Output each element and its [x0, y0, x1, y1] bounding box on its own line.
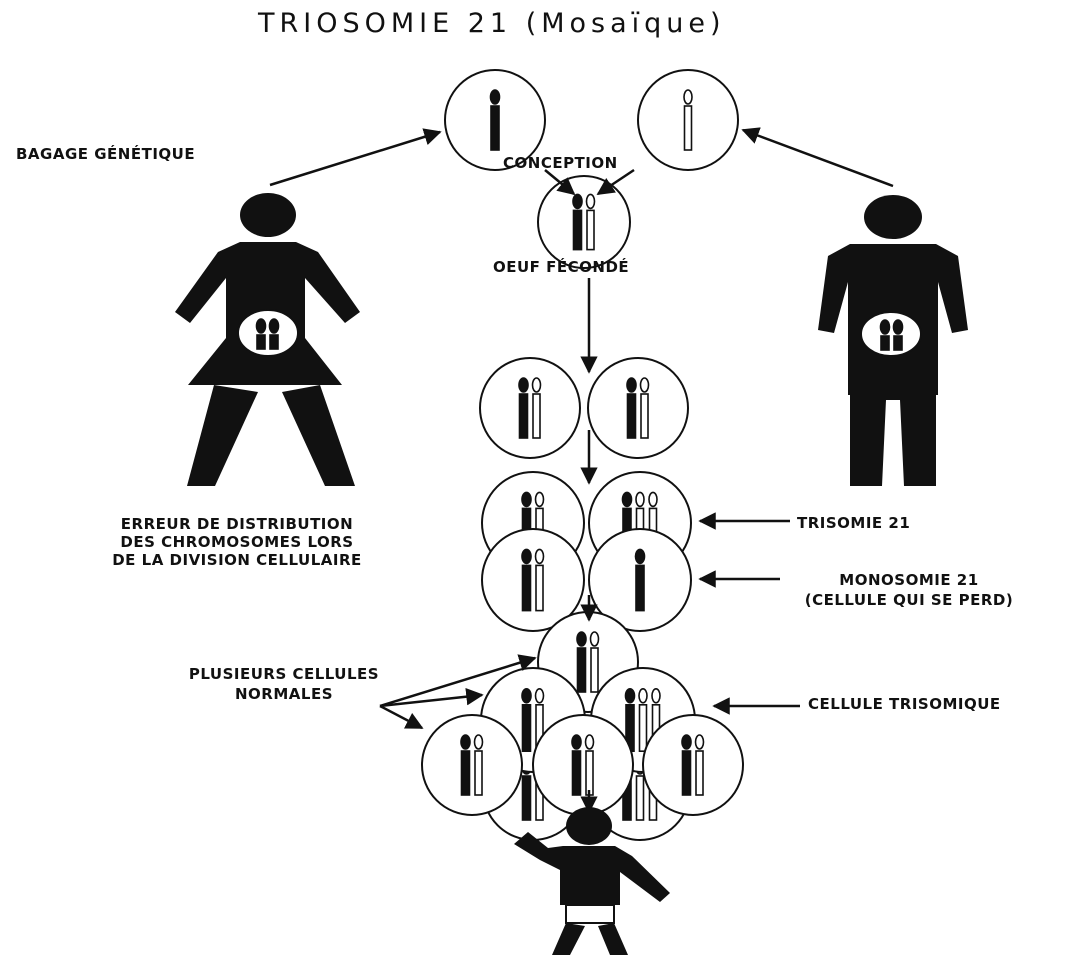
- chromosome-white: [591, 632, 599, 646]
- chromosome-black: [523, 705, 531, 751]
- chromosome-white: [536, 492, 544, 506]
- cell-membrane: [422, 715, 522, 815]
- cell-membrane: [588, 358, 688, 458]
- chromosome-white: [685, 106, 692, 150]
- chromosome-black: [578, 648, 586, 692]
- chromosome-black: [636, 549, 645, 563]
- chromosome-black: [270, 319, 279, 333]
- chromosome-black: [881, 336, 889, 350]
- label-trisomie-21: TRISOMIE 21: [797, 514, 910, 532]
- chromosome-white: [591, 648, 598, 692]
- chromosome-white: [536, 565, 543, 610]
- chromosome-white: [586, 751, 593, 795]
- chromosome-black: [522, 492, 531, 506]
- chromosome-white: [641, 394, 648, 438]
- label-monosomie-line-2: (CELLULE QUI SE PERD): [764, 590, 1054, 610]
- chromosome-white: [475, 735, 483, 749]
- man-cell: [861, 312, 921, 356]
- chromosome-black: [522, 689, 531, 703]
- chromosome-black: [573, 751, 581, 795]
- chromosome-white: [649, 492, 657, 506]
- label-monosomie-line-1: MONOSOMIE 21: [764, 570, 1054, 590]
- label-cellule-trisomique: CELLULE TRISOMIQUE: [808, 695, 1001, 713]
- chromosome-black: [491, 90, 500, 104]
- chromosome-white: [475, 751, 482, 795]
- fertilized-egg: [538, 176, 630, 268]
- chromosome-black: [682, 735, 691, 749]
- chromosome-white: [536, 689, 544, 703]
- label-erreur-line-2: DES CHROMOSOMES LORS: [42, 533, 432, 551]
- cell-division-1-right: [588, 358, 688, 458]
- label-erreur-line-1: ERREUR DE DISTRIBUTION: [42, 515, 432, 533]
- label-oeuf-feconde: OEUF FÉCONDÉ: [493, 258, 629, 276]
- chromosome-black: [574, 210, 582, 249]
- chromosome-black: [572, 735, 581, 749]
- chromosome-white: [640, 705, 647, 751]
- chromosome-black: [520, 394, 528, 438]
- arrow-father-to-gamete: [743, 130, 893, 186]
- chromosome-black: [270, 335, 278, 349]
- gamete-father: [638, 70, 738, 170]
- cell-membrane: [533, 715, 633, 815]
- chromosome-black: [683, 751, 691, 795]
- label-monosomie-21: MONOSOMIE 21 (CELLULE QUI SE PERD): [764, 570, 1054, 610]
- chromosome-black: [461, 735, 470, 749]
- cell-membrane: [538, 176, 630, 268]
- label-conception: CONCEPTION: [503, 154, 618, 172]
- chromosome-black: [894, 336, 902, 350]
- chromosome-white: [587, 210, 594, 249]
- chromosome-white: [652, 689, 660, 703]
- chromosome-white: [636, 492, 644, 506]
- chromosome-black: [626, 689, 635, 703]
- man-figure-icon: [818, 195, 968, 486]
- chromosome-white: [684, 90, 692, 104]
- diagram-title: TRIOSOMIE 21 (Mosaïque): [258, 8, 726, 39]
- chromosome-black: [519, 378, 528, 392]
- chromosome-white: [641, 378, 649, 392]
- chromosome-white: [586, 735, 594, 749]
- chromosome-black: [636, 565, 644, 610]
- label-erreur-line-3: DE LA DIVISION CELLULAIRE: [42, 551, 432, 569]
- chromosome-black: [462, 751, 470, 795]
- chromosome-black: [257, 335, 265, 349]
- chromosome-black: [894, 320, 903, 334]
- chromosome-black: [257, 319, 266, 333]
- label-plusieurs-cellules: PLUSIEURS CELLULES NORMALES: [124, 664, 444, 704]
- chromosome-white: [637, 776, 644, 820]
- arrow-mother-to-gamete: [270, 132, 440, 185]
- chromosome-white: [536, 549, 544, 563]
- chromosome-black: [522, 549, 531, 563]
- woman-cell: [238, 310, 298, 356]
- cell-membrane: [643, 715, 743, 815]
- cluster-cell-bottom-right: [643, 715, 743, 815]
- woman-figure-icon: [175, 193, 360, 486]
- chromosome-white: [533, 394, 540, 438]
- arrow-plusieurs-bottom: [380, 706, 422, 728]
- cell-division-1-left: [480, 358, 580, 458]
- label-erreur-distribution: ERREUR DE DISTRIBUTION DES CHROMOSOMES L…: [42, 515, 432, 569]
- chromosome-white: [587, 194, 595, 208]
- chromosome-black: [523, 776, 531, 820]
- chromosome-white: [696, 735, 704, 749]
- chromosome-black: [628, 394, 636, 438]
- chromosome-black: [623, 492, 632, 506]
- chromosome-black: [881, 320, 890, 334]
- cell-membrane: [480, 358, 580, 458]
- chromosome-white: [696, 751, 703, 795]
- label-plusieurs-line-1: PLUSIEURS CELLULES: [124, 664, 444, 684]
- chromosome-black: [577, 632, 586, 646]
- label-plusieurs-line-2: NORMALES: [124, 684, 444, 704]
- chromosome-black: [627, 378, 636, 392]
- chromosome-black: [491, 106, 499, 150]
- chromosome-black: [523, 565, 531, 610]
- chromosome-white: [533, 378, 541, 392]
- cluster-cell-bottom-center: [533, 715, 633, 815]
- chromosome-black: [573, 194, 582, 208]
- cluster-cell-bottom-left: [422, 715, 522, 815]
- chromosome-white: [639, 689, 647, 703]
- label-bagage-genetique: BAGAGE GÉNÉTIQUE: [16, 145, 195, 163]
